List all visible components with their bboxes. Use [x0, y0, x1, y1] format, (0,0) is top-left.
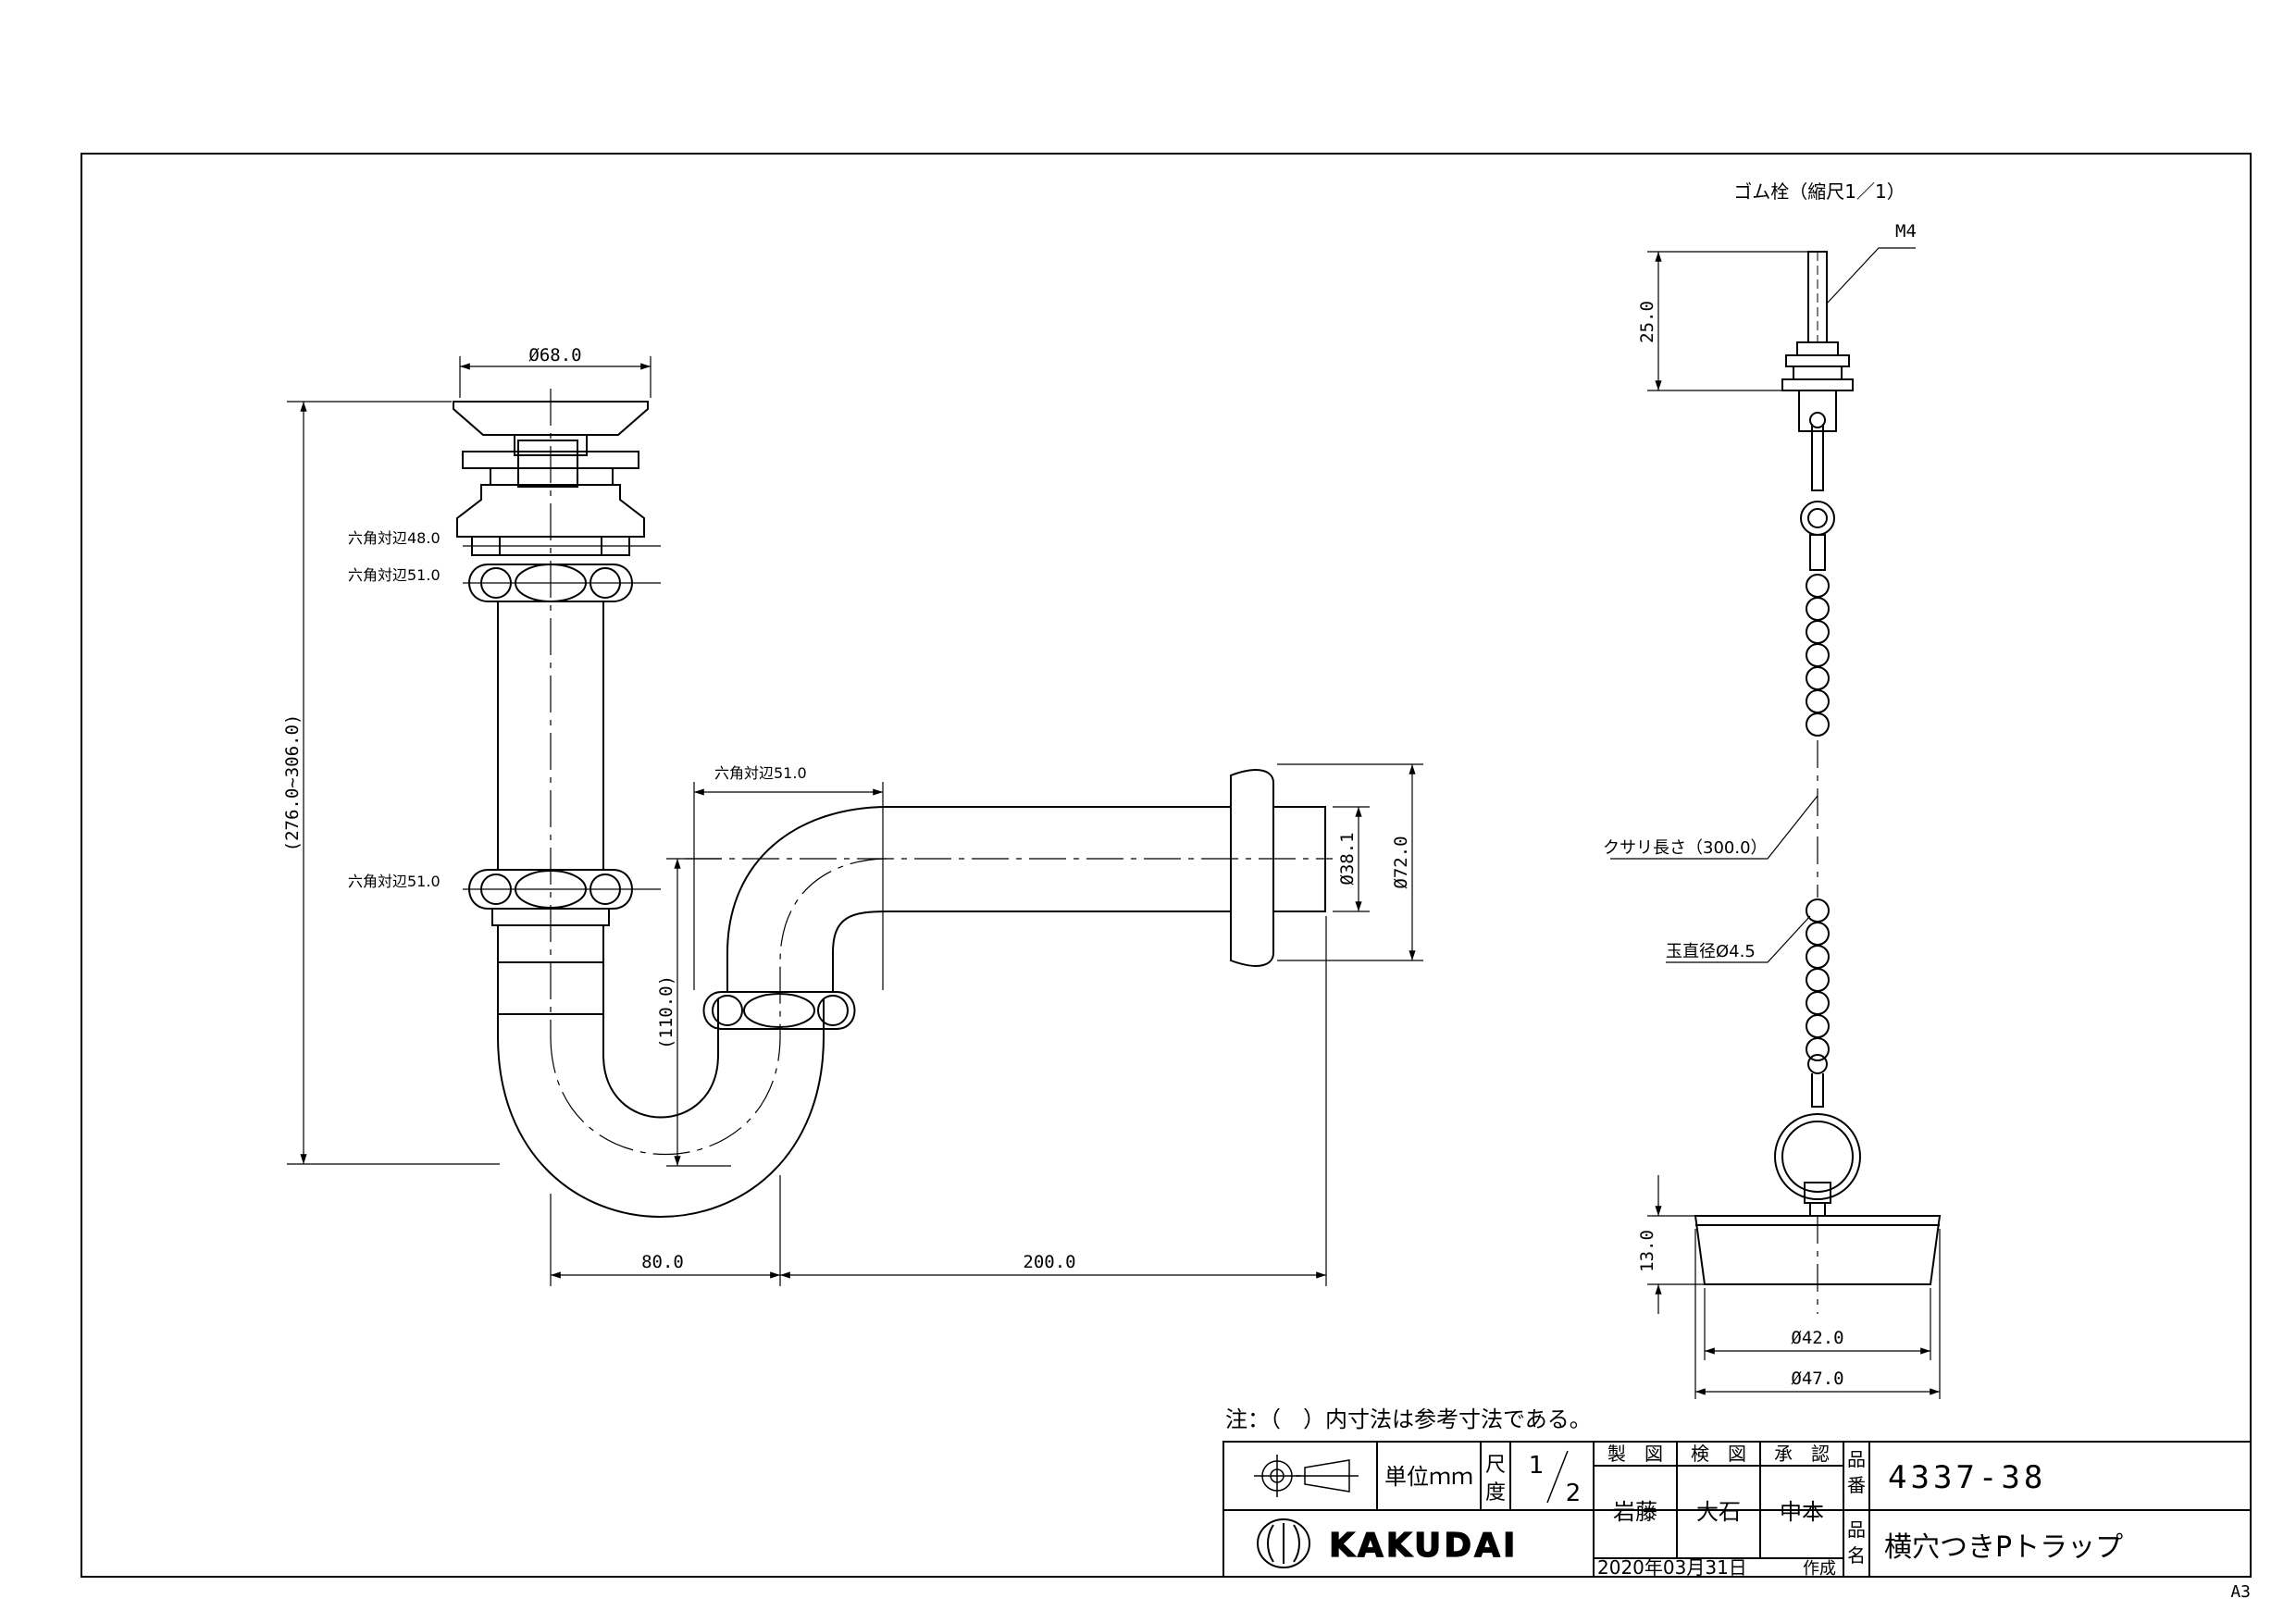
part-name: 横穴つきPトラップ	[1884, 1531, 2123, 1564]
main-dimension-lines	[287, 356, 1423, 1286]
part-name-label-top: 品	[1847, 1518, 1866, 1541]
scale-label-bottom: 度	[1485, 1481, 1506, 1505]
created-label: 作成	[1803, 1559, 1836, 1579]
plug-dimension-lines	[1610, 247, 1941, 1399]
dim-hex-51-trap: 六角対辺51.0	[714, 764, 807, 782]
dim-plug-height: 13.0	[1637, 1230, 1657, 1272]
plug-detail-title: ゴム栓（縮尺1／1）	[1733, 180, 1905, 203]
created-date: 2020年03月31日	[1597, 1556, 1747, 1579]
checked-by: 大石	[1696, 1499, 1741, 1525]
dim-plug-bottom-diameter: Ø42.0	[1791, 1328, 1843, 1348]
part-no-label-top: 品	[1847, 1448, 1866, 1470]
dim-length-200: 200.0	[1023, 1252, 1075, 1272]
dim-hex-51-middle: 六角対辺51.0	[348, 873, 441, 890]
kakudai-logo-icon	[1257, 1518, 1310, 1568]
drawn-label: 製 図	[1607, 1443, 1663, 1465]
reference-dimension-note: 注：（ ）内寸法は参考寸法である。	[1225, 1406, 1592, 1432]
approved-label: 承 認	[1774, 1443, 1830, 1465]
dim-total-height: (276.0~306.0)	[282, 714, 303, 852]
dim-flange-diameter: Ø72.0	[1391, 836, 1411, 888]
title-block-frame	[1222, 1441, 2252, 1578]
sheet-border	[81, 153, 2252, 1578]
dim-plug-top-diameter: Ø47.0	[1791, 1369, 1843, 1389]
company-name: KAKUDAI	[1329, 1527, 1518, 1565]
dim-hex-48: 六角対辺48.0	[348, 529, 441, 547]
dim-trap-height: (110.0)	[656, 975, 676, 1049]
sheet-size: A3	[2230, 1582, 2251, 1602]
dim-stud-length: 25.0	[1637, 301, 1657, 343]
part-name-label-bottom: 名	[1847, 1544, 1866, 1567]
dim-hex-51-upper: 六角対辺51.0	[348, 566, 441, 584]
unit-label: 単位ｍｍ	[1384, 1464, 1473, 1490]
approved-by: 中本	[1780, 1499, 1824, 1525]
dim-thread-m4: M4	[1895, 221, 1917, 242]
part-number: 4337-38	[1888, 1459, 2046, 1496]
dim-top-diameter: Ø68.0	[528, 345, 581, 365]
dim-chain-length: クサリ長さ（300.0）	[1603, 838, 1768, 858]
scale-denominator: 2	[1566, 1480, 1582, 1507]
dim-offset-80: 80.0	[641, 1252, 684, 1272]
scale-numerator: 1	[1529, 1452, 1545, 1480]
scale-label-top: 尺	[1485, 1454, 1506, 1477]
part-no-label-bottom: 番	[1847, 1474, 1866, 1496]
drawn-by: 岩藤	[1613, 1499, 1657, 1525]
checked-label: 検 図	[1691, 1443, 1746, 1465]
projection-symbol-icon	[1254, 1455, 1359, 1497]
dim-pipe-diameter: Ø38.1	[1337, 832, 1358, 885]
centerlines	[550, 389, 1333, 1155]
dim-ball-diameter: 玉直径Ø4.5	[1666, 942, 1756, 961]
